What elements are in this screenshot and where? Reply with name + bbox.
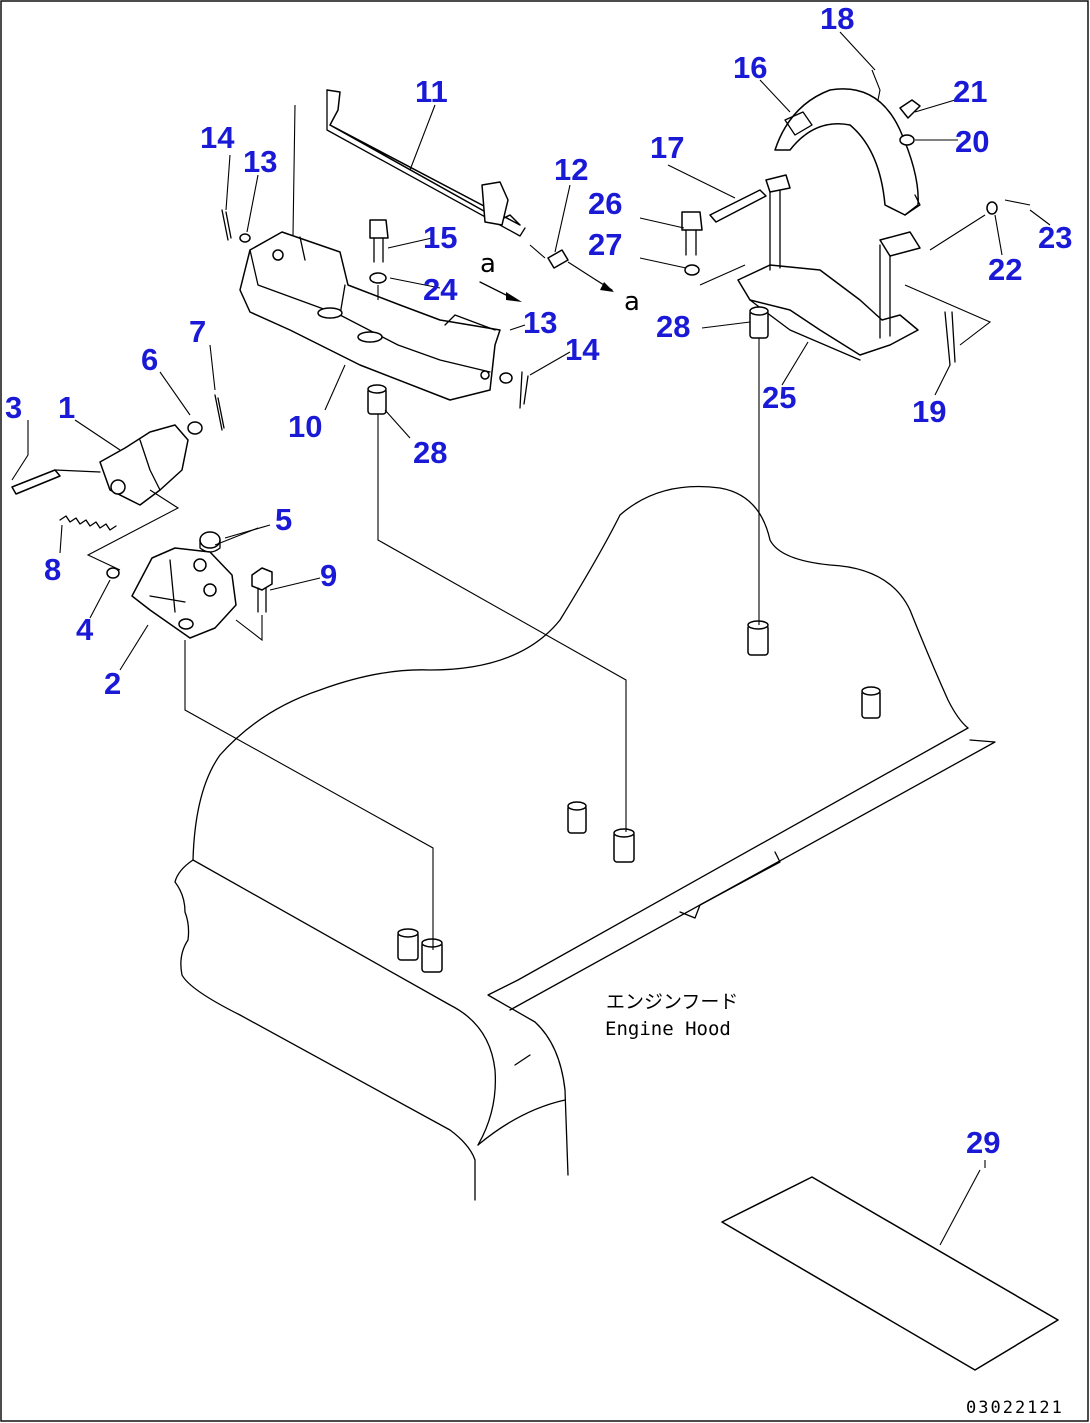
callout-28-left: 28 — [413, 435, 447, 470]
callout-9: 9 — [320, 558, 337, 593]
callout-8: 8 — [44, 552, 61, 587]
callout-19: 19 — [912, 394, 946, 429]
callout-28-right: 28 — [656, 309, 690, 344]
callout-6: 6 — [141, 342, 158, 377]
callout-29: 29 — [966, 1125, 1000, 1160]
marker-a-left: a — [480, 249, 496, 279]
callout-4: 4 — [76, 612, 94, 647]
callout-labels: 1 2 3 4 5 6 7 8 9 10 11 12 13 13 14 14 1… — [5, 1, 1072, 1160]
callout-14-right: 14 — [565, 332, 600, 367]
latch-assembly — [11, 394, 434, 950]
callout-13-left: 13 — [243, 144, 277, 179]
callout-18: 18 — [820, 1, 854, 36]
callout-12: 12 — [554, 152, 588, 187]
callout-26: 26 — [588, 186, 622, 221]
callout-25: 25 — [762, 380, 796, 415]
callout-23: 23 — [1038, 220, 1072, 255]
figure-code: 03022121 — [966, 1398, 1064, 1418]
center-bracket-assembly: a a — [221, 89, 640, 832]
hood-boss — [613, 828, 635, 863]
callout-14-left: 14 — [200, 120, 235, 155]
hood-boss — [861, 686, 881, 719]
callout-13-right: 13 — [523, 305, 557, 340]
hood-boss — [421, 938, 443, 973]
hood-label-en: Engine Hood — [605, 1018, 731, 1040]
right-bracket-assembly — [681, 69, 1031, 625]
leader-lines — [11, 31, 1051, 1168]
callout-10: 10 — [288, 409, 322, 444]
callout-20: 20 — [955, 124, 989, 159]
callout-11: 11 — [415, 74, 448, 109]
callout-24: 24 — [423, 272, 458, 307]
callout-7: 7 — [189, 314, 206, 349]
callout-16: 16 — [733, 50, 767, 85]
hood-boss — [397, 928, 419, 961]
hood-label-jp: エンジンフード — [606, 991, 738, 1013]
callout-21: 21 — [953, 74, 987, 109]
hood-boss — [747, 620, 769, 656]
callout-22: 22 — [988, 252, 1022, 287]
hood-boss — [567, 801, 587, 834]
callout-2: 2 — [104, 666, 121, 701]
callout-17: 17 — [650, 130, 684, 165]
callout-27: 27 — [588, 227, 622, 262]
callout-5: 5 — [275, 502, 292, 537]
marker-a-right: a — [624, 287, 640, 317]
callout-15: 15 — [423, 220, 457, 255]
part-29-plate — [721, 1169, 1059, 1371]
engine-hood: エンジンフード Engine Hood — [174, 485, 996, 1201]
callout-1: 1 — [58, 390, 75, 425]
callout-3: 3 — [5, 390, 22, 425]
